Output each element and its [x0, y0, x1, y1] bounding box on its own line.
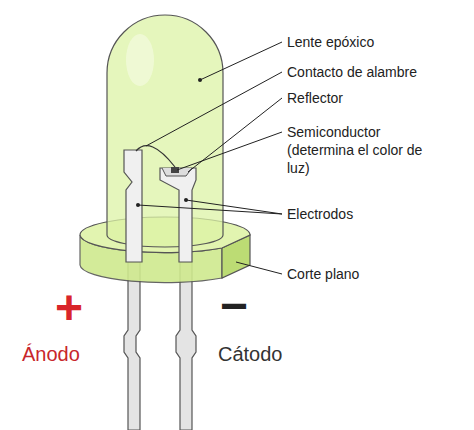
- polarity-sign: +: [55, 278, 83, 338]
- part-label: Semiconductor (determina el color de luz…: [287, 123, 427, 177]
- anode-lead: [124, 262, 140, 430]
- terminal-name: Ánodo: [22, 342, 80, 367]
- anode-electrode: [124, 150, 142, 262]
- leader-line: [200, 42, 282, 80]
- part-label: Reflector: [287, 89, 343, 107]
- reflector-cup: [162, 168, 192, 176]
- leader-line: [186, 200, 282, 214]
- part-label: Corte plano: [287, 265, 359, 283]
- part-label: Contacto de alambre: [287, 63, 417, 81]
- leader-dot: [184, 198, 188, 202]
- leader-dot: [136, 203, 140, 207]
- cathode-lead: [176, 262, 196, 430]
- cathode-electrode: [160, 168, 196, 262]
- leader-line: [138, 205, 282, 214]
- highlight: [126, 34, 154, 86]
- leader-line: [146, 72, 282, 146]
- polarity-sign: −: [220, 276, 248, 336]
- leader-line: [177, 132, 282, 170]
- bond-wire: [136, 146, 175, 167]
- terminal-name: Cátodo: [218, 342, 283, 367]
- part-label: Lente epóxico: [287, 33, 374, 51]
- leader-line: [236, 262, 282, 274]
- leader-dot: [198, 78, 202, 82]
- epoxy-lens: [107, 15, 223, 247]
- part-label: Electrodos: [287, 205, 353, 223]
